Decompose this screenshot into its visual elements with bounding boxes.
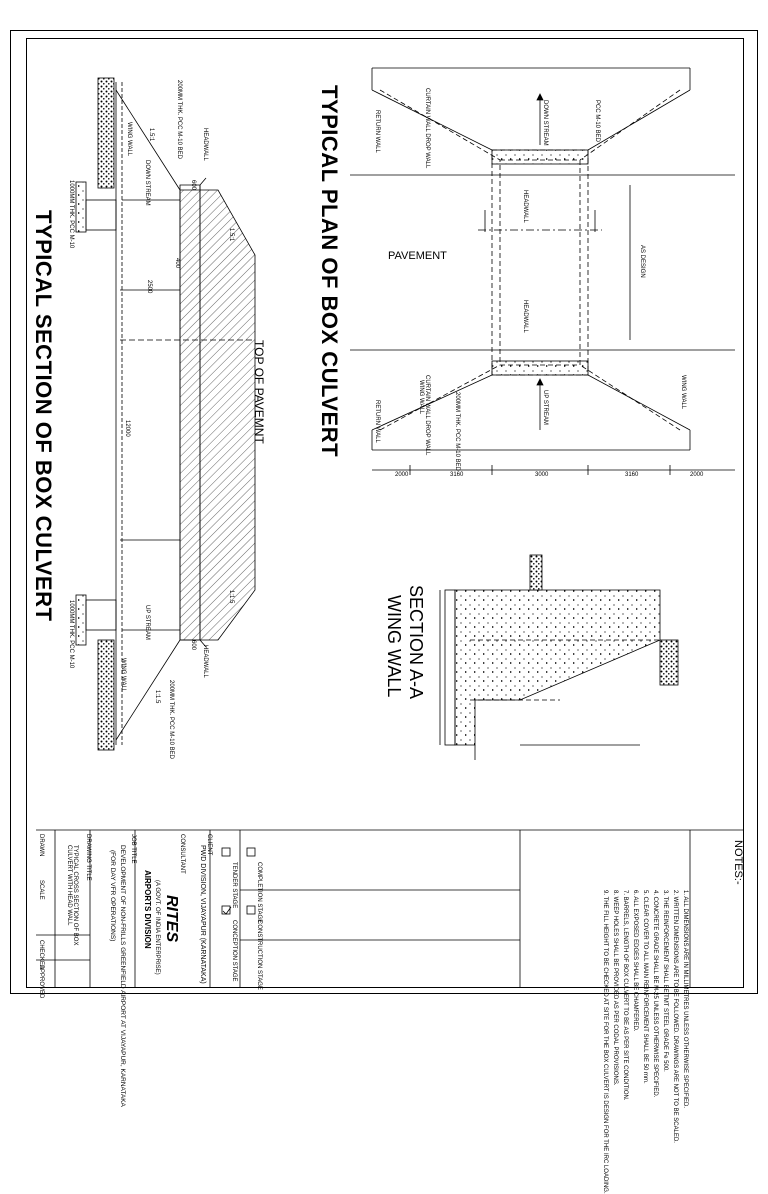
drawing-sheet-border <box>10 30 758 994</box>
note-item: 5. CLEAR COVER TO ALL MAIN REINFORCEMENT… <box>642 890 648 1084</box>
wing-wall-label: WING WALL <box>126 122 132 157</box>
consultant-label: CONSULTANT <box>179 834 185 874</box>
headwall-label-2: HEADWALL <box>202 645 208 678</box>
wing-wall-plan-2: WING WALL <box>418 380 424 415</box>
top-of-pavement-label: TOP OF PAVEMNT <box>252 340 266 444</box>
pcc-bed-label-2: 200MM THK. PCC M-10 BED <box>168 680 174 759</box>
notes-title: NOTES:- <box>732 840 744 885</box>
drawing-title-label: DRAWING TITLE <box>85 834 91 881</box>
plan-view <box>350 67 735 475</box>
dim-bottom-3: 3000 <box>535 472 549 478</box>
down-stream-label: DOWN STREAM <box>144 160 150 206</box>
consultant-sub: (A GOVT. OF INDIA ENTERPRISE) <box>154 880 160 975</box>
client-label: CLIENT <box>206 834 212 856</box>
return-wall-label-2: RETURN WALL <box>374 400 380 443</box>
drawn-label: DRAWN <box>38 834 44 857</box>
drawing-frame <box>26 38 744 988</box>
pavement-label: PAVEMENT <box>388 250 447 262</box>
plan-title: TYPICAL PLAN OF BOX CULVERT <box>317 85 342 458</box>
dim-2500: 2500 <box>146 280 152 294</box>
stage-concept: CONCEPTION STAGE <box>231 920 237 982</box>
drawing-title: TYPICAL CROSS SECTION OF BOX CULVERT WIT… <box>66 845 78 946</box>
as-design-label: AS DESIGN <box>639 245 645 278</box>
curtain-wall-label-2: CURTAIN WALL DROP WALL <box>424 375 430 456</box>
dim-600-2: 600 <box>190 640 196 651</box>
upstream-plan: UP STREAM <box>542 390 548 425</box>
approved-label: APPROVED <box>38 965 44 999</box>
note-item: 7. BARRELS, LENGTH OF BOX CULVERT TO BE … <box>622 890 628 1101</box>
wing-title-2: WING WALL <box>384 595 404 698</box>
note-item: 9. THE FILL HEIGHT TO BE CHECKED AT SITE… <box>602 890 608 1194</box>
dimension-texts: 2000 3160 3000 3160 2000 <box>395 472 704 478</box>
pcc-bed-plan-2: 200MM THK. PCC M-10 BED <box>454 392 460 471</box>
note-item: 3. THE REINFORCEMENT SHALL BE TMT STEEL … <box>662 890 668 1072</box>
dim-bottom-4: 3160 <box>625 472 639 478</box>
wing-wall-plan: WING WALL <box>680 375 686 410</box>
up-stream-label: UP STREAM <box>144 605 150 640</box>
pcc-bed-plan: PCC M-10 BED <box>594 100 600 143</box>
curtain-wall-label: CURTAIN WALL DROP WALL <box>424 88 430 169</box>
wing-title: SECTION A-A <box>406 585 426 700</box>
division-name: AIRPORTS DIVISION <box>143 870 152 949</box>
note-item: 6. ALL EXPOSED EDGES SHALL BE CHAMFERED. <box>632 890 638 1032</box>
headwall-label: HEADWALL <box>202 128 208 161</box>
pcc-bed-label: 200MM THK. PCC M-10 BED <box>176 80 182 159</box>
title-block <box>36 829 744 988</box>
stage-tender: TENDER STAGE <box>231 862 237 909</box>
headwall-plan-2: HEADWALL <box>522 300 528 333</box>
job-title-2: (FOR DAY VFR OPERATIONS) <box>109 850 116 942</box>
note-item: 4. CONCRETE GRADE SHALL BE M-25 UNLESS O… <box>652 890 658 1098</box>
dim-bottom-2: 3160 <box>450 472 464 478</box>
wing-wall-label-2: WING WALL <box>120 658 126 693</box>
slope-label-2: 1.5:1 <box>228 228 234 242</box>
pcc-1000-label: 1000MM THK. PCC M-10 <box>68 180 74 249</box>
job-title: DEVELOPMENT OF NON-FRILLS GREENFIELD AIR… <box>119 845 126 1107</box>
dim-12000: 12000 <box>124 420 130 437</box>
section-view <box>75 77 256 751</box>
note-item: 8. WEEP HOLES SHALL BE PROVIDED AS PER C… <box>612 890 618 1086</box>
notes-list: 1. ALL DIMENSIONS ARE IN MILLIMETRES UNL… <box>520 890 688 1194</box>
downstream-plan: DOWN STREAM <box>542 100 548 146</box>
drawing-canvas: 2000 3160 3000 3160 2000 <box>36 67 744 988</box>
slope-label: 1.5:1 <box>148 128 154 142</box>
consultant-logo: RITES <box>163 895 180 943</box>
dim-bottom-5: 2000 <box>690 472 704 478</box>
pcc-1000-label-2: 1000MM THK. PCC M-10 <box>68 600 74 669</box>
return-wall-label: RETURN WALL <box>374 110 380 153</box>
dim-bottom-1: 2000 <box>395 472 409 478</box>
note-item: 2. WRITTEN DIMENSIONS ARE TO BE FOLLOWED… <box>672 890 678 1143</box>
scale-label: SCALE <box>38 880 44 900</box>
dim-600: 600 <box>190 180 196 191</box>
stage-completion: COMPLETION STAGE <box>256 862 262 924</box>
note-item: 1. ALL DIMENSIONS ARE IN MILLIMETRES UNL… <box>682 890 688 1109</box>
headwall-plan: HEADWALL <box>522 190 528 223</box>
slope-label-3: 1:1.5 <box>154 690 160 704</box>
stage-construction: CONSTRUCTION STAGE <box>256 920 262 990</box>
wing-wall-section <box>439 554 679 760</box>
dim-400: 400 <box>174 258 180 269</box>
slope-label-4: 1:1.5 <box>228 590 234 604</box>
job-title-label: JOB TITLE <box>130 834 136 864</box>
client-name: PWD DIVISION, VIJAYAPUR (KARNATAKA) <box>199 845 206 984</box>
section-title: TYPICAL SECTION OF BOX CULVERT <box>31 210 56 622</box>
